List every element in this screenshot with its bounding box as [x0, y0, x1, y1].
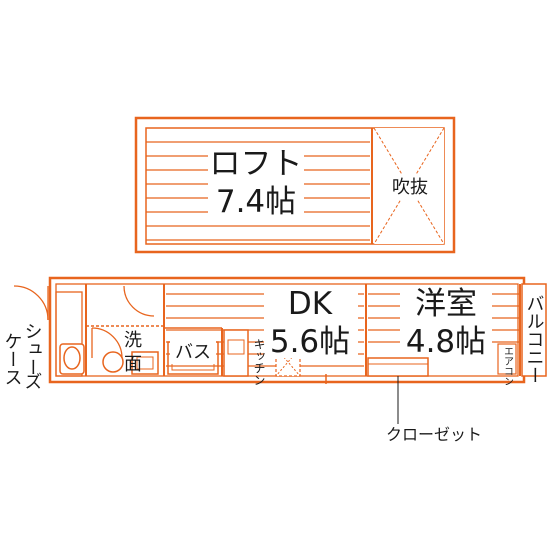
loft-name: ロフト	[210, 146, 303, 182]
dk-size: 5.6帖	[270, 324, 350, 360]
loft-label-bg	[208, 148, 304, 218]
balcony-area	[521, 283, 547, 377]
top-door-swing	[123, 285, 155, 317]
western-size: 4.8帖	[406, 324, 486, 360]
western-label-bg	[400, 288, 492, 356]
wash-door-swing	[91, 327, 123, 359]
closet-fixture	[367, 357, 429, 377]
shoe-case-line2: ズ	[22, 372, 43, 390]
wash-basin-bowl	[136, 356, 154, 370]
shoe-case-fixture	[55, 291, 83, 377]
washroom-line2: 面	[124, 354, 142, 375]
shoe-case-line1: シュー	[22, 322, 43, 376]
closet-name: クローゼット	[386, 425, 482, 444]
washroom-line1: 洗	[124, 330, 142, 351]
toilet-fixture	[59, 343, 85, 375]
kitchen-sink	[227, 339, 245, 355]
washing-machine-fixture	[102, 351, 124, 373]
aircon-name: エアコン	[502, 346, 514, 386]
balcony-name: バルコニー	[524, 294, 545, 384]
dk-label-bg	[264, 288, 358, 358]
shoe-case-line3: ケース	[2, 332, 23, 386]
void-label-bg	[388, 174, 434, 200]
aircon-fixture	[497, 343, 517, 375]
wash-basin-fixture	[131, 351, 159, 375]
kitchen-name: キッチン	[252, 338, 266, 386]
bath-name: バス	[175, 342, 211, 363]
dk-name: DK	[288, 286, 333, 322]
bath-label-bg	[170, 340, 216, 364]
western-name: 洋室	[415, 286, 477, 322]
entry-door-swing	[13, 285, 49, 321]
loft-size: 7.4帖	[216, 184, 296, 220]
loft-area: ロフト 7.4帖 吹抜	[134, 116, 456, 254]
void-name: 吹抜	[392, 177, 428, 198]
